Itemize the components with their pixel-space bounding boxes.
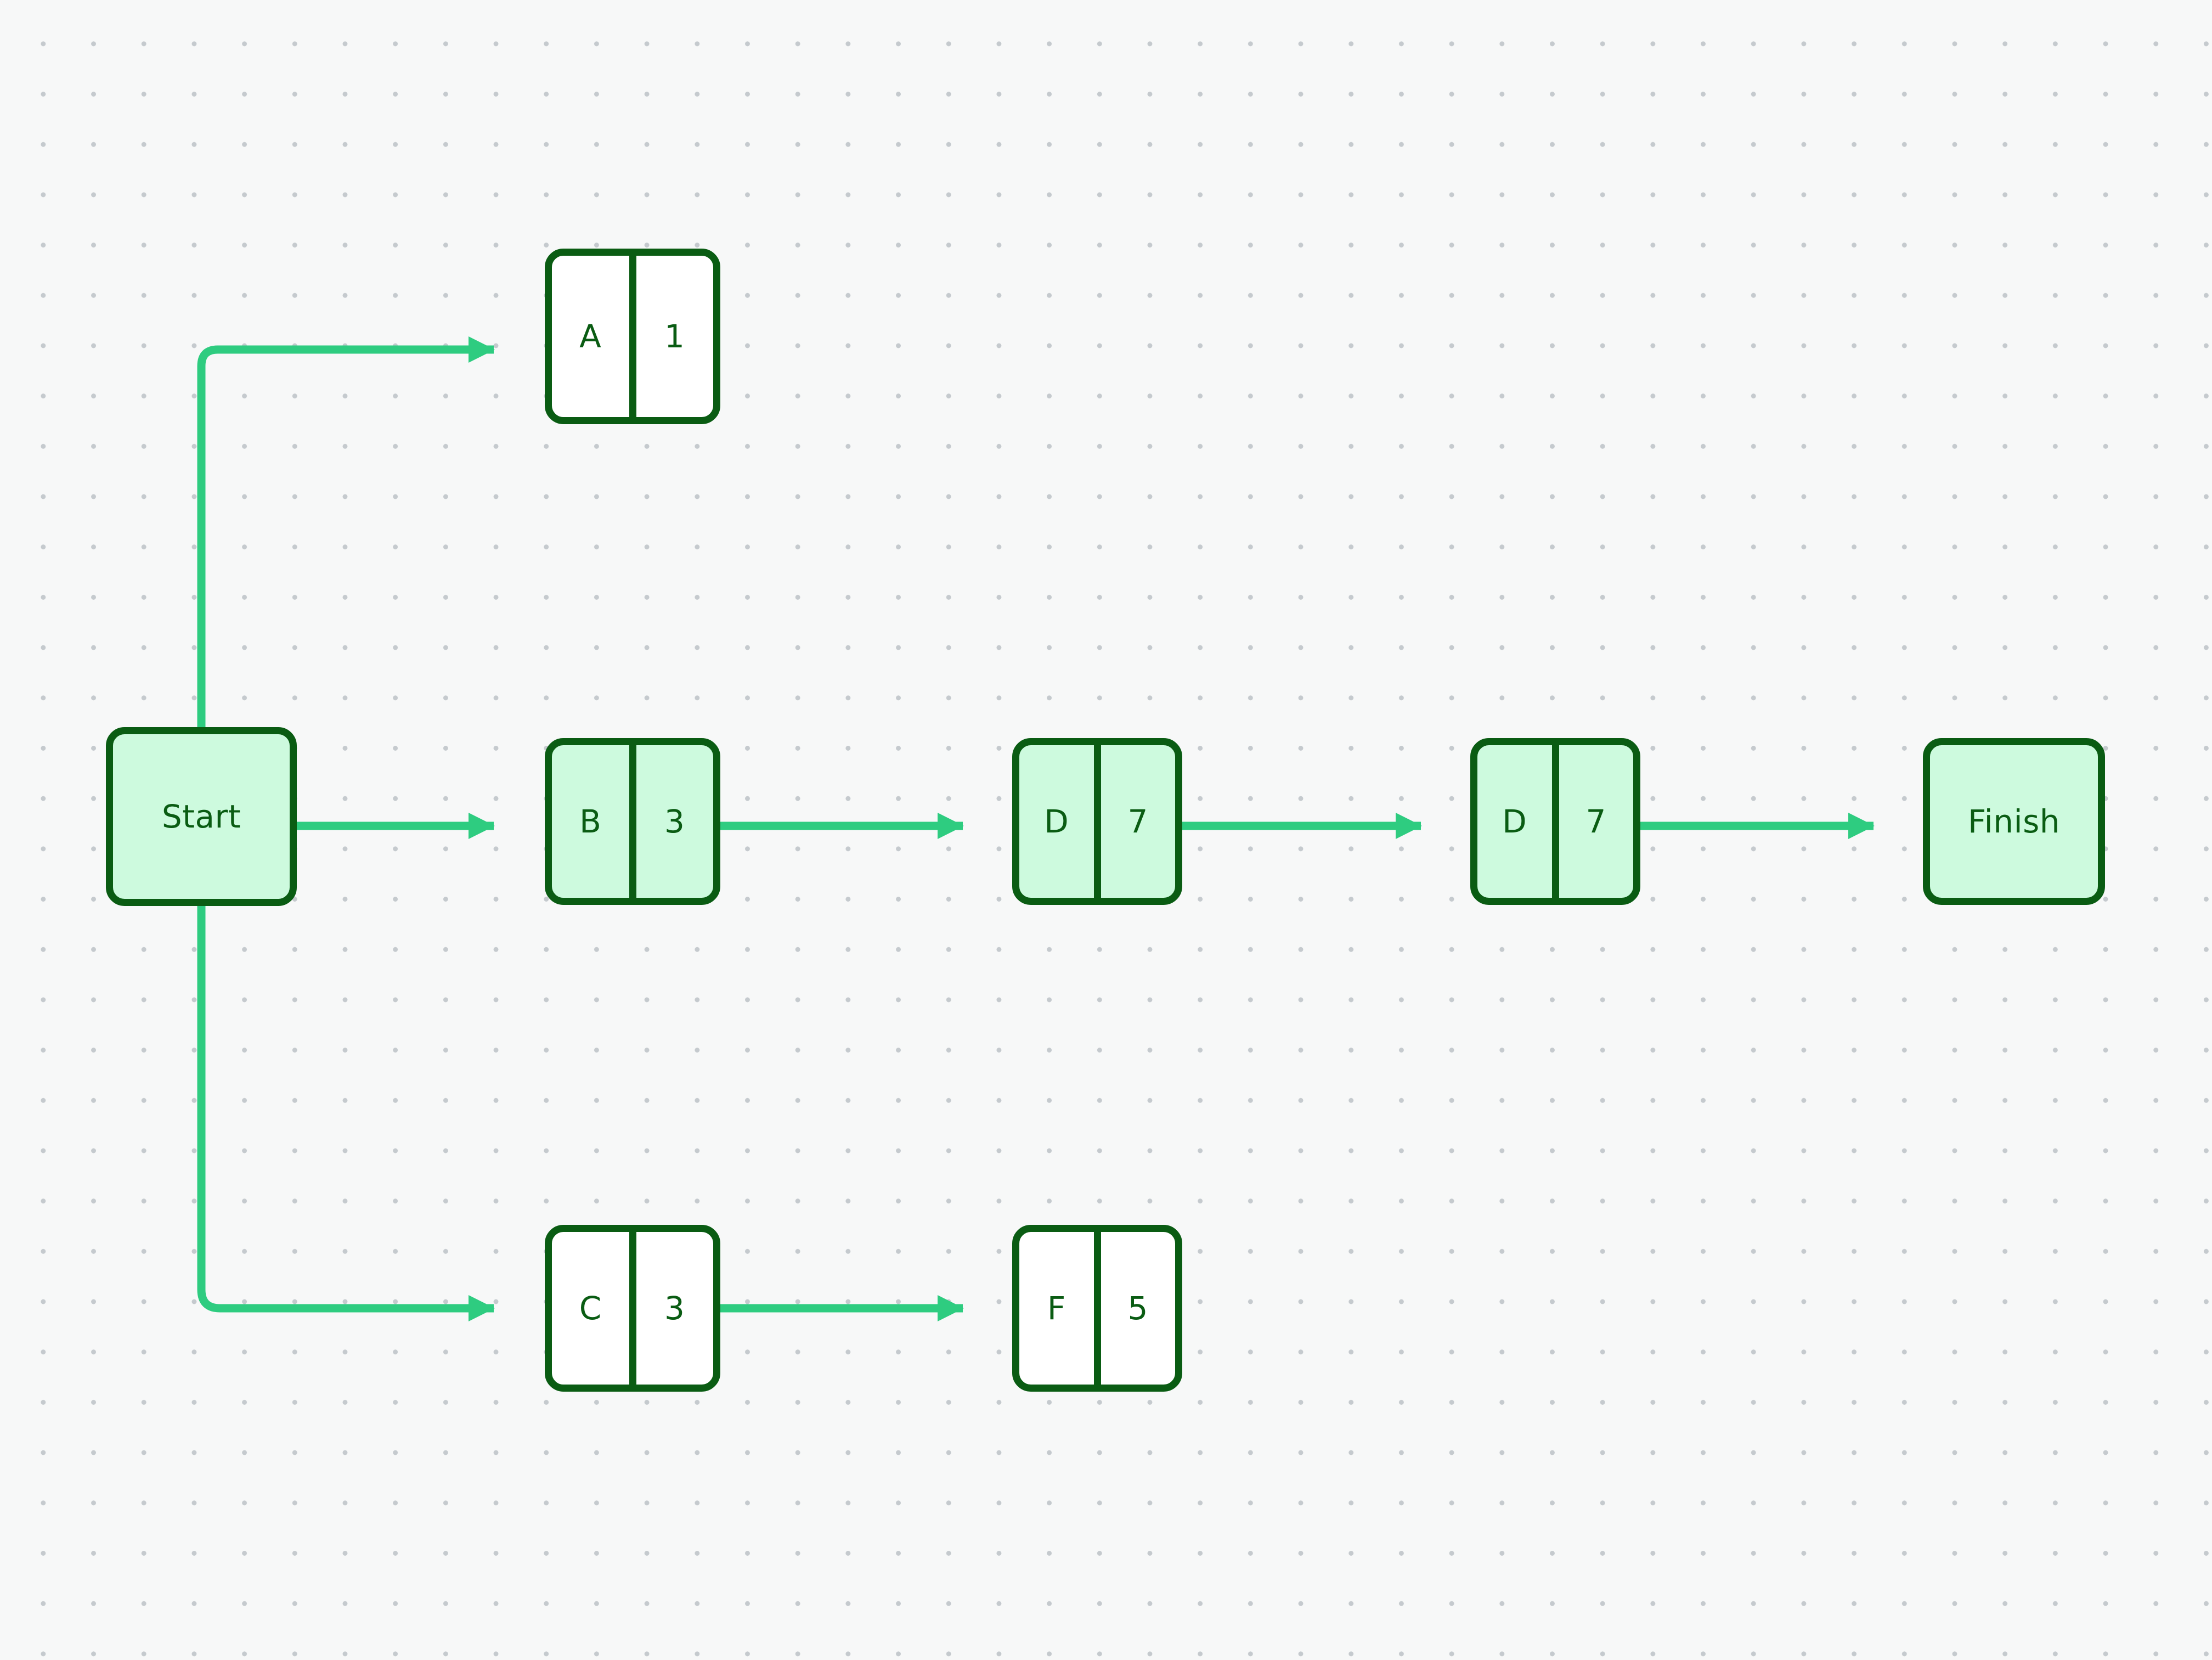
- node-finish-cell: Finish: [1930, 745, 2098, 898]
- node-f[interactable]: F 5: [1012, 1225, 1182, 1392]
- node-c-name-cell: C: [579, 1290, 602, 1327]
- edge-start-a: [197, 336, 495, 727]
- node-start-cell: Start: [113, 734, 290, 899]
- edge-start-c: [197, 906, 495, 1322]
- node-c[interactable]: C 3: [545, 1225, 720, 1392]
- node-b[interactable]: B 3: [545, 738, 720, 905]
- node-start[interactable]: Start: [106, 727, 297, 906]
- node-d1-name-cell: D: [1044, 803, 1069, 840]
- node-a-duration-cell: 1: [629, 256, 714, 417]
- node-d1-duration-cell: 7: [1093, 745, 1176, 898]
- node-d2-duration-cell: 7: [1551, 745, 1634, 898]
- node-b-duration-cell: 3: [629, 745, 714, 898]
- node-d1[interactable]: D 7: [1012, 738, 1182, 905]
- node-start-label: Start: [161, 798, 241, 835]
- node-a-name-cell: A: [579, 318, 602, 355]
- node-b-name-cell: B: [579, 803, 602, 840]
- node-f-duration-cell: 5: [1093, 1232, 1176, 1385]
- node-c-duration-cell: 3: [629, 1232, 714, 1385]
- node-d2-name-cell: D: [1502, 803, 1527, 840]
- node-f-name-cell: F: [1047, 1290, 1066, 1327]
- node-a[interactable]: A 1: [545, 249, 720, 424]
- node-finish-label: Finish: [1967, 803, 2061, 840]
- node-finish[interactable]: Finish: [1923, 738, 2105, 905]
- node-d2[interactable]: D 7: [1470, 738, 1640, 905]
